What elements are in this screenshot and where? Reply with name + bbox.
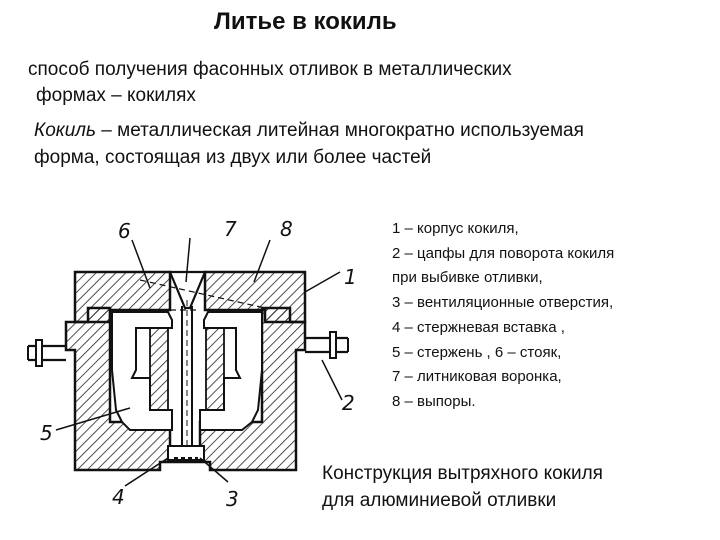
sprue-funnel [168,270,207,310]
legend-item: при выбивке отливки, [392,269,543,287]
core-right [205,327,225,411]
callout-6: 6 [118,219,131,243]
legend-item: 7 – литниковая воронка, [392,368,562,386]
caption-line-2: для алюминиевой отливки [322,490,557,511]
trunnion-right [305,331,349,359]
kokil-definition-line-2: форма, состоящая из двух или более часте… [34,147,432,168]
core [149,327,169,411]
bottom-insert [167,445,205,461]
callout-1: 1 [344,265,357,289]
legend-item: 2 – цапфы для поворота кокиля [392,244,615,262]
legend-item: 3 – вентиляционные отверстия, [392,294,614,312]
kokil-definition-line-1: Кокиль – металлическая литейная многокра… [34,119,720,143]
callout-7: 7 [224,217,237,241]
kokil-drawing: 6 7 8 1 2 5 4 3 [27,217,357,511]
definition-line-2: формах – кокилях [36,85,196,106]
callout-2: 2 [342,391,355,415]
slide-title: Литье в кокиль [214,8,397,35]
callout-8: 8 [280,217,293,241]
caption-line-1: Конструкция вытряхного кокиля [322,463,603,484]
kokil-body [64,306,307,472]
legend-item: 4 – стержневая вставка , [392,318,565,336]
kokil-definition-rest: – металлическая литейная многократно исп… [96,120,584,141]
parts-legend: 1 – корпус кокиля, 2 – цапфы для поворот… [392,217,614,415]
definition-line-1: способ получения фасонных отливок в мета… [28,59,512,80]
callout-4: 4 [112,485,125,509]
callout-5: 5 [40,421,53,445]
callout-3: 3 [226,487,239,511]
trunnion-left [27,339,66,367]
kokil-term: Кокиль [34,120,97,141]
figure-caption: Конструкция вытряхного кокиля для алюмин… [322,460,603,514]
legend-item: 5 – стержень , 6 – стояк, [392,343,562,361]
legend-item: 1 – корпус кокиля, [392,220,519,237]
legend-item: 8 – выпоры. [392,392,476,410]
